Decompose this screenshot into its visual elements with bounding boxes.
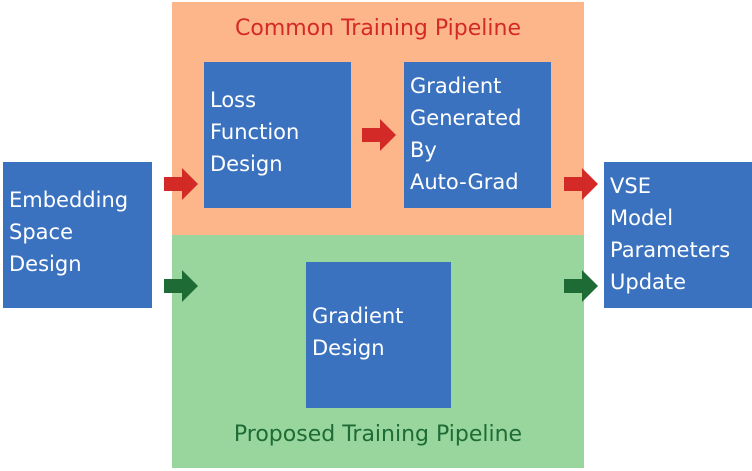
embedding-space-design-box: Embedding Space Design: [3, 162, 152, 308]
loss-function-design-box: Loss Function Design: [204, 62, 351, 208]
proposed-pipeline-title: Proposed Training Pipeline: [233, 422, 523, 447]
common-pipeline-title: Common Training Pipeline: [235, 16, 521, 41]
vse-parameters-update-box: VSE Model Parameters Update: [604, 162, 752, 308]
red-arrow-icon: [164, 168, 198, 200]
gradient-design-box: Gradient Design: [306, 262, 451, 408]
green-arrow-icon: [164, 270, 198, 302]
red-arrow-icon: [362, 119, 396, 151]
red-arrow-icon: [564, 168, 598, 200]
green-arrow-icon: [564, 270, 598, 302]
gradient-autograd-box: Gradient Generated By Auto-Grad: [404, 62, 551, 208]
